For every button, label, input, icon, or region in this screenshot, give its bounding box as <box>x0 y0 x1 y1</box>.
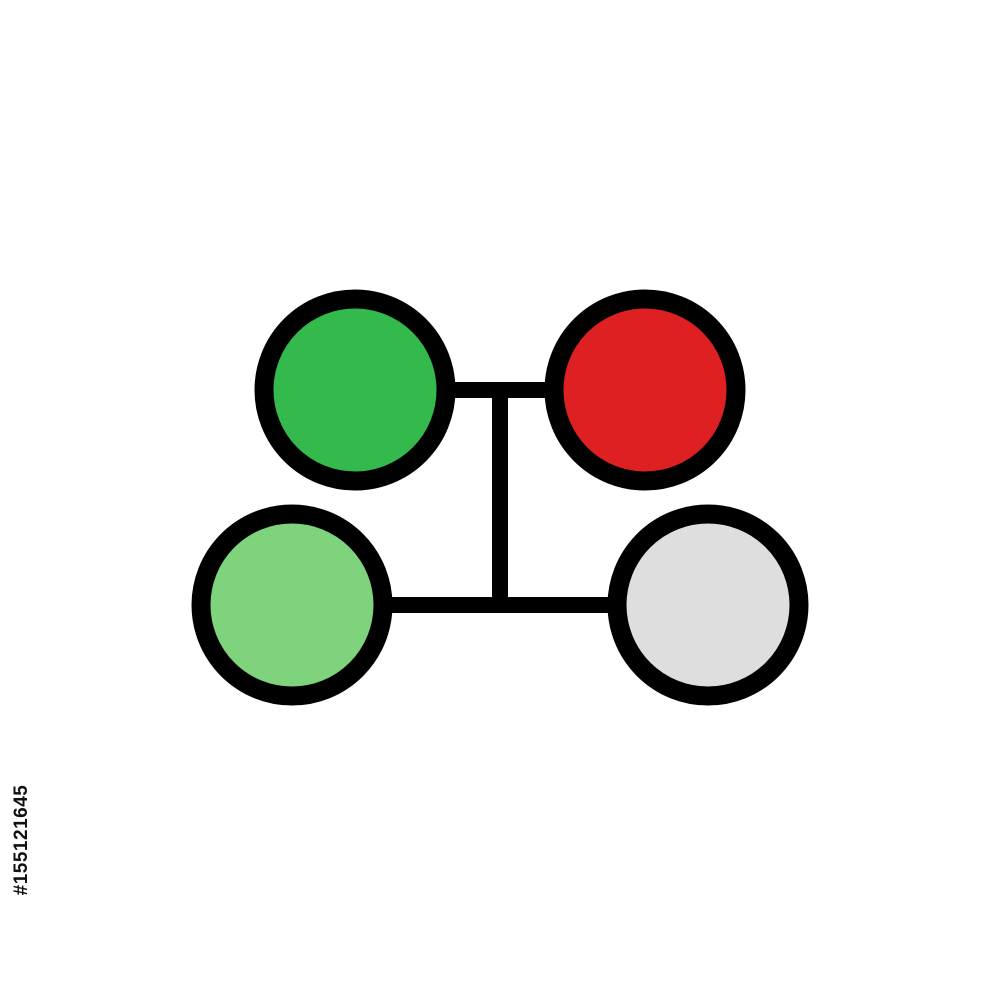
node-bottom-right <box>607 504 809 706</box>
node-top-left <box>254 289 456 491</box>
node-top-right <box>544 289 746 491</box>
node-bottom-left <box>191 504 393 706</box>
connector-lines <box>383 382 617 613</box>
